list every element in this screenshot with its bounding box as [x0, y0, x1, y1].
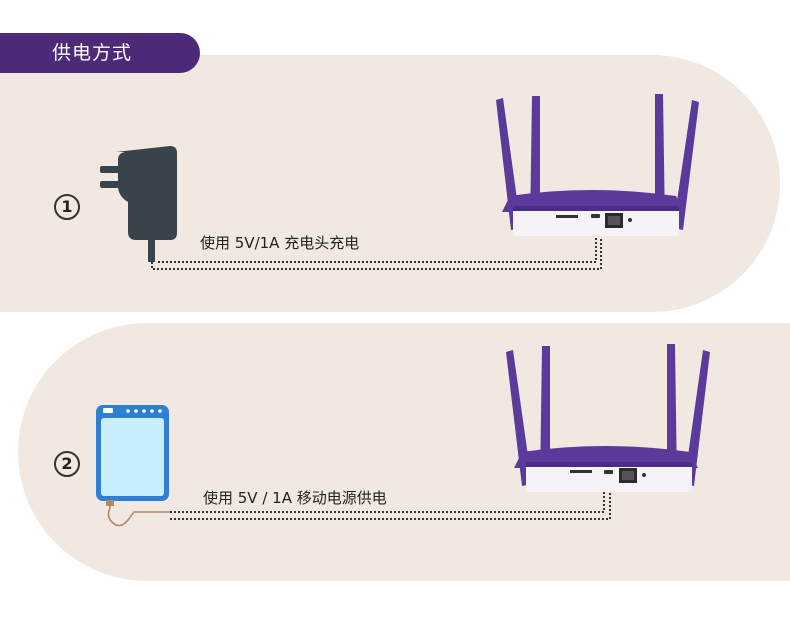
section-title-tab: 供电方式	[0, 33, 200, 73]
power-cable-1	[151, 237, 602, 270]
option-2-number: 2	[54, 451, 80, 477]
router-1-icon	[496, 94, 699, 236]
wall-charger-icon	[100, 146, 177, 262]
option-1-caption: 使用 5V/1A 充电头充电	[200, 234, 360, 252]
power-bank-icon	[96, 405, 170, 527]
power-cable-2	[170, 485, 611, 520]
option-1-number: 1	[54, 194, 80, 220]
option-2-caption: 使用 5V / 1A 移动电源供电	[203, 489, 387, 507]
router-2-icon	[506, 344, 710, 492]
